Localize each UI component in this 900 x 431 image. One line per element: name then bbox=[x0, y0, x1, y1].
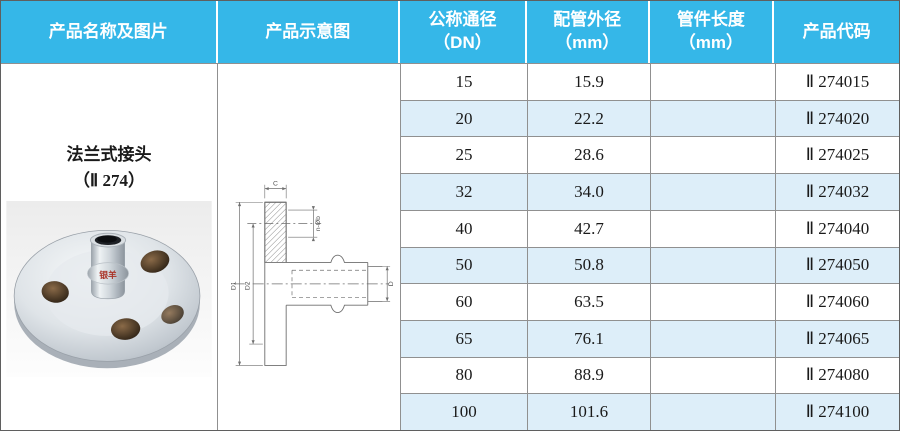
code-cell: Ⅱ 274080 bbox=[805, 365, 870, 385]
od-cell: 15.9 bbox=[528, 64, 651, 100]
header-nominal-diameter: 公称通径 （DN） bbox=[400, 1, 527, 63]
code-cell: Ⅱ 274025 bbox=[805, 145, 870, 165]
dn-cell: 50 bbox=[401, 247, 528, 284]
product-name-image-cell: 法兰式接头 （Ⅱ 274） bbox=[1, 63, 218, 430]
dn-cell: 60 bbox=[401, 284, 528, 320]
code-cell: Ⅱ 274060 bbox=[805, 292, 870, 312]
brand-mark-text: 银羊 bbox=[99, 269, 117, 280]
length-cell bbox=[651, 394, 776, 430]
header-fitting-length: 管件长度 （mm） bbox=[649, 1, 775, 63]
od-cell: 22.2 bbox=[528, 100, 651, 137]
length-cell bbox=[651, 247, 776, 284]
header-product-name-image: 产品名称及图片 bbox=[1, 1, 218, 63]
product-name-block: 法兰式接头 （Ⅱ 274） bbox=[67, 142, 152, 195]
spec-rows: 15 15.9 Ⅱ 274015 20 22.2 Ⅱ 274020 25 28.… bbox=[401, 63, 899, 430]
table-row: 20 22.2 Ⅱ 274020 bbox=[401, 99, 899, 137]
dim-label-c: C bbox=[273, 181, 278, 188]
header-unit: （mm） bbox=[555, 33, 620, 52]
od-cell: 63.5 bbox=[528, 284, 651, 320]
od-cell: 76.1 bbox=[528, 320, 651, 357]
od-cell: 42.7 bbox=[528, 210, 651, 247]
header-label: 产品名称及图片 bbox=[48, 21, 168, 41]
flange-schematic-drawing: C n-Øb D1 D2 D bbox=[231, 181, 394, 416]
dim-label-d: D bbox=[388, 281, 394, 286]
dn-cell: 25 bbox=[401, 137, 528, 174]
table-header: 产品名称及图片 产品示意图 公称通径 （DN） 配管外径 （mm） 管件长度 （… bbox=[1, 1, 899, 63]
od-cell: 50.8 bbox=[528, 247, 651, 284]
code-cell: Ⅱ 274020 bbox=[805, 108, 870, 128]
dn-cell: 32 bbox=[401, 174, 528, 210]
dn-cell: 15 bbox=[401, 64, 528, 100]
od-cell: 34.0 bbox=[528, 174, 651, 210]
length-cell bbox=[651, 100, 776, 137]
length-cell bbox=[651, 210, 776, 247]
schematic-cell: C n-Øb D1 D2 D bbox=[218, 63, 401, 430]
dim-label-d2: D2 bbox=[244, 281, 251, 290]
header-label: 配管外径 bbox=[553, 10, 622, 30]
dn-cell: 100 bbox=[401, 394, 528, 430]
length-cell bbox=[651, 357, 776, 394]
table-row: 50 50.8 Ⅱ 274050 bbox=[401, 246, 899, 284]
code-cell: Ⅱ 274032 bbox=[805, 181, 870, 201]
od-cell: 101.6 bbox=[528, 394, 651, 430]
dim-label-d1: D1 bbox=[231, 281, 238, 290]
product-model: （Ⅱ 274） bbox=[72, 171, 146, 191]
table-row: 32 34.0 Ⅱ 274032 bbox=[401, 173, 899, 210]
dn-cell: 40 bbox=[401, 210, 528, 247]
od-cell: 88.9 bbox=[528, 357, 651, 394]
table-row: 40 42.7 Ⅱ 274040 bbox=[401, 209, 899, 247]
length-cell bbox=[651, 137, 776, 174]
code-cell: Ⅱ 274050 bbox=[805, 255, 870, 275]
length-cell bbox=[651, 284, 776, 320]
header-schematic: 产品示意图 bbox=[217, 1, 401, 63]
table-row: 65 76.1 Ⅱ 274065 bbox=[401, 319, 899, 357]
table-body: 法兰式接头 （Ⅱ 274） bbox=[1, 63, 899, 430]
dn-cell: 65 bbox=[401, 320, 528, 357]
flange-product-photo: 银羊 bbox=[6, 200, 212, 377]
header-unit: （mm） bbox=[678, 33, 744, 52]
length-cell bbox=[651, 174, 776, 210]
dn-cell: 20 bbox=[401, 100, 528, 137]
od-cell: 28.6 bbox=[528, 137, 651, 174]
header-label: 产品示意图 bbox=[265, 21, 351, 41]
header-product-code: 产品代码 bbox=[774, 1, 899, 63]
header-label: 公称通径 bbox=[428, 10, 497, 30]
product-name: 法兰式接头 bbox=[66, 145, 152, 164]
code-cell: Ⅱ 274100 bbox=[805, 402, 870, 422]
header-pipe-outer-diameter: 配管外径 （mm） bbox=[526, 1, 650, 63]
header-label: 产品代码 bbox=[802, 21, 871, 41]
header-label: 管件长度 bbox=[676, 10, 745, 30]
table-row: 80 88.9 Ⅱ 274080 bbox=[401, 356, 899, 394]
dn-cell: 80 bbox=[401, 357, 528, 394]
length-cell bbox=[651, 320, 776, 357]
code-cell: Ⅱ 274015 bbox=[805, 71, 870, 91]
length-cell bbox=[651, 64, 776, 100]
table-row: 25 28.6 Ⅱ 274025 bbox=[401, 136, 899, 174]
dim-label-bolt-holes: n-Øb bbox=[315, 216, 322, 231]
table-row: 15 15.9 Ⅱ 274015 bbox=[401, 63, 899, 100]
table-row: 100 101.6 Ⅱ 274100 bbox=[401, 393, 899, 430]
code-cell: Ⅱ 274040 bbox=[805, 218, 870, 238]
code-cell: Ⅱ 274065 bbox=[805, 328, 870, 348]
header-unit: （DN） bbox=[433, 33, 492, 52]
table-row: 60 63.5 Ⅱ 274060 bbox=[401, 283, 899, 320]
